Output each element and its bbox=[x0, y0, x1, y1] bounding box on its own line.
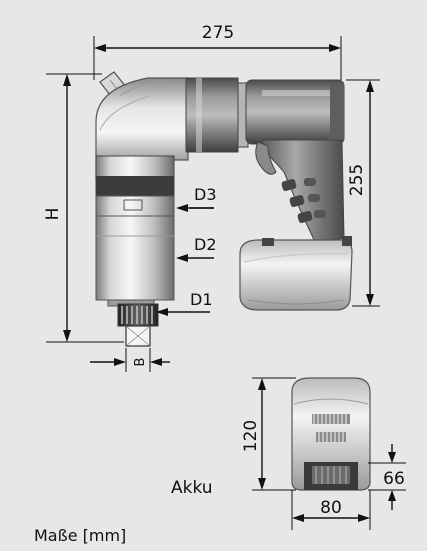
dimension-width-275 bbox=[93, 36, 342, 80]
battery-dimension-80 bbox=[291, 490, 371, 530]
height-255-label: 255 bbox=[347, 164, 367, 196]
d1-label: D1 bbox=[190, 290, 213, 309]
d2-label: D2 bbox=[194, 235, 217, 254]
tool-battery bbox=[239, 236, 353, 311]
dimension-D3 bbox=[176, 204, 214, 212]
d3-label: D3 bbox=[194, 185, 217, 204]
units-label: Maße [mm] bbox=[34, 526, 126, 545]
motor-barrel bbox=[185, 77, 345, 153]
battery-detail-illustration bbox=[291, 377, 371, 491]
pistol-grip bbox=[255, 139, 345, 245]
dimension-height-255 bbox=[346, 79, 380, 307]
battery-caption: Akku bbox=[171, 478, 213, 498]
battery-dimension-66 bbox=[368, 444, 406, 510]
battery-dimension-120 bbox=[252, 377, 296, 491]
torque-wrench-illustration bbox=[95, 71, 353, 347]
width-275-label: 275 bbox=[202, 23, 234, 43]
dimension-D1 bbox=[156, 308, 210, 316]
b-label: B bbox=[133, 358, 148, 367]
height-H-label: H bbox=[43, 208, 63, 221]
battery-width-label: 80 bbox=[320, 498, 342, 518]
dimension-B bbox=[90, 348, 170, 372]
output-spline bbox=[117, 303, 159, 347]
drive-column bbox=[95, 155, 175, 307]
battery-depth-label: 66 bbox=[383, 469, 405, 489]
battery-height-label: 120 bbox=[241, 420, 261, 452]
dimension-D2 bbox=[176, 254, 214, 262]
dimension-height-H bbox=[46, 73, 124, 343]
elbow-housing bbox=[95, 77, 189, 181]
